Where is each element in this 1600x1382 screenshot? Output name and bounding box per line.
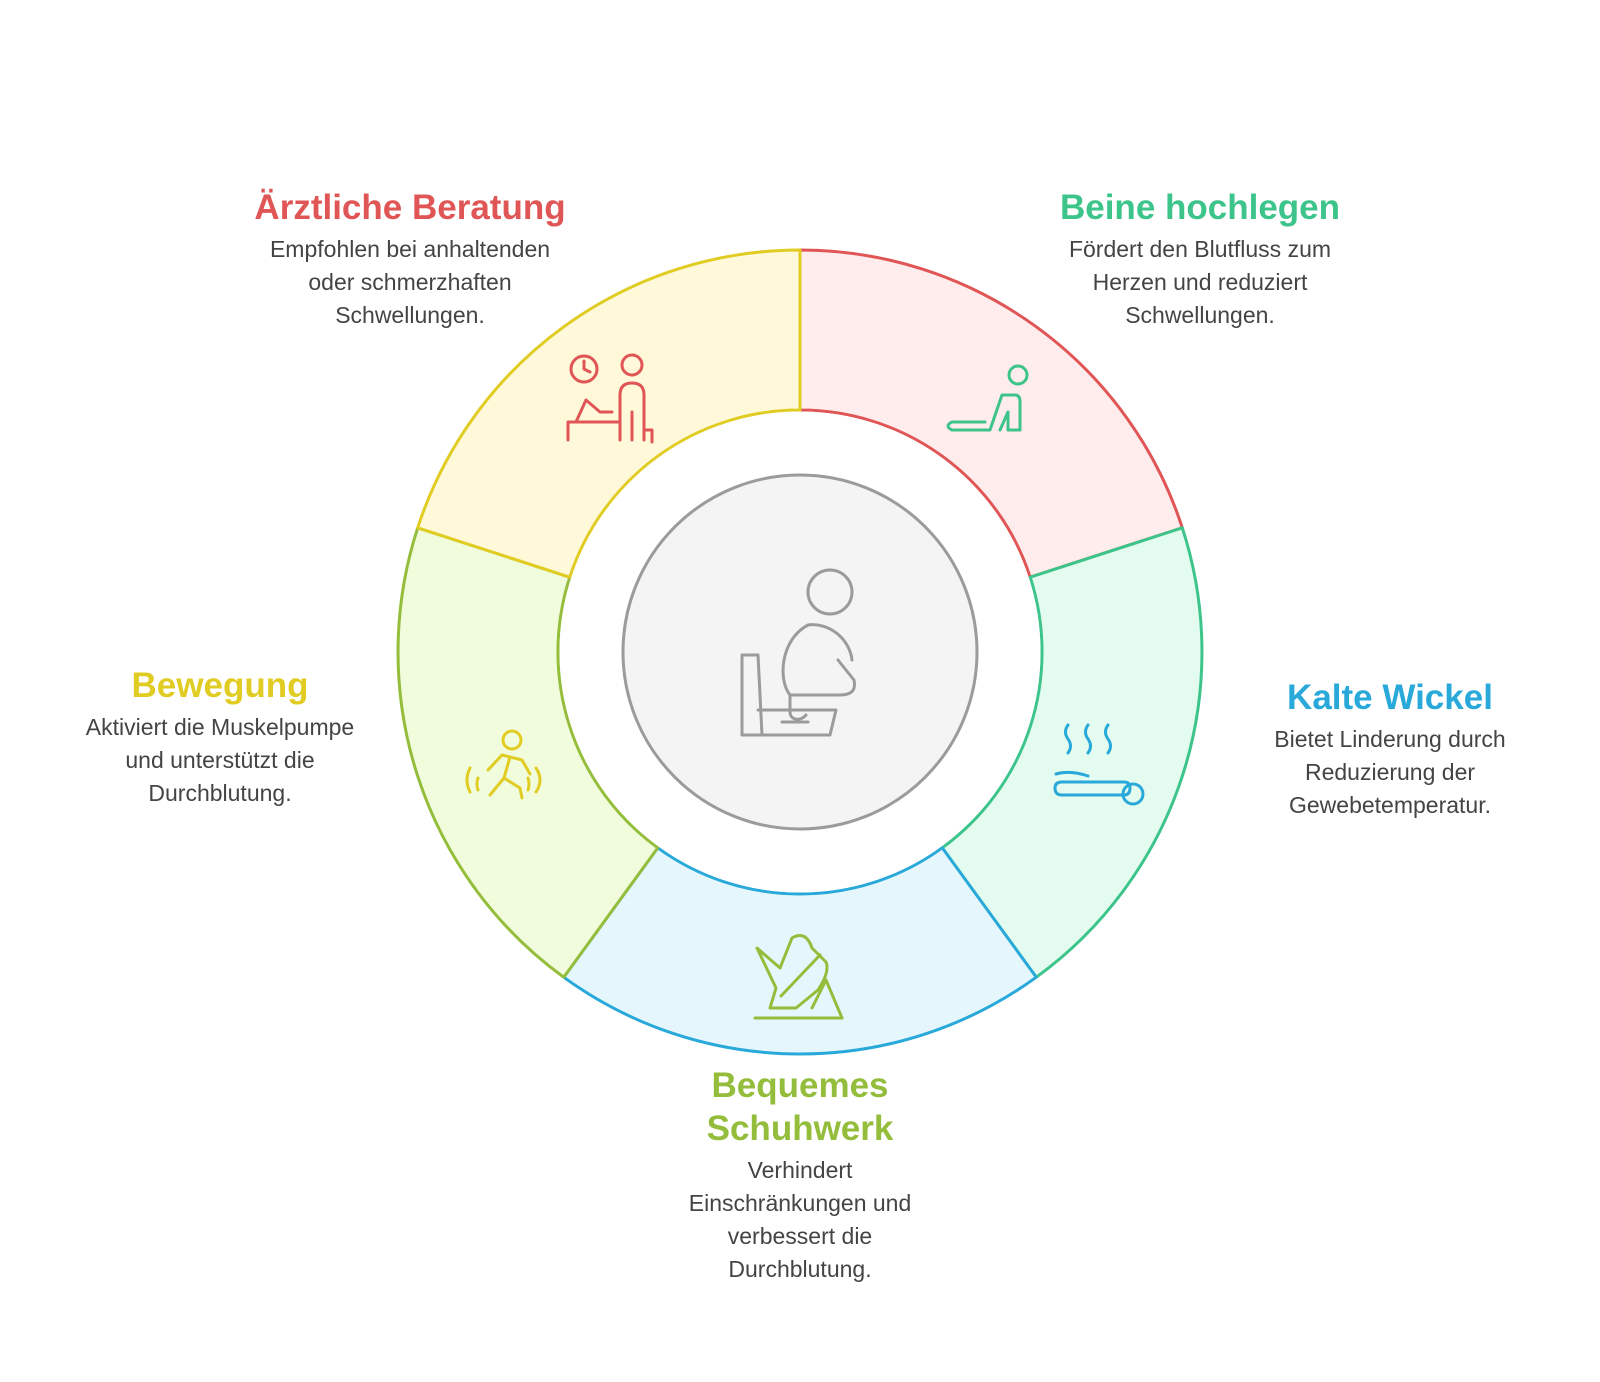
segment-title: Bewegung — [131, 666, 309, 705]
segment-description: Bietet Linderung durch Reduzierung der G… — [1274, 726, 1506, 818]
segment-description: Fördert den Blutfluss zum Herzen und red… — [1068, 236, 1332, 328]
segment-title: Ärztliche Beratung — [254, 188, 566, 227]
ring-segment-kalt — [562, 846, 1038, 1056]
sneaker-icon — [753, 934, 844, 1020]
segment-label-beine: Beine hochlegen Fördert den Blutfluss zu… — [990, 186, 1410, 332]
center-circle — [621, 473, 979, 831]
segment-description: Verhindert Einschränkungen und verbesser… — [688, 1157, 912, 1282]
legs-elevated-icon — [946, 364, 1029, 432]
cold-wrap-icon — [1053, 723, 1145, 806]
segment-label-schuh: Bequemes Schuhwerk Verhindert Einschränk… — [590, 1064, 1010, 1286]
ring-segment-arzt — [798, 248, 1184, 579]
doctor-consultation-icon — [566, 353, 654, 444]
segment-title: Beine hochlegen — [1059, 188, 1341, 227]
segment-label-arzt: Ärztliche Beratung Empfohlen bei anhalte… — [200, 186, 620, 332]
ring-segment-beine — [940, 526, 1204, 979]
segment-description: Aktiviert die Muskelpumpe und unterstütz… — [85, 714, 355, 806]
segment-title: Kalte Wickel — [1287, 678, 1493, 717]
ring-segment-beweg — [416, 248, 802, 579]
segment-title: Bequemes Schuhwerk — [706, 1066, 894, 1148]
segment-label-beweg: Bewegung Aktiviert die Muskelpumpe und u… — [30, 664, 410, 810]
segment-label-kalt: Kalte Wickel Bietet Linderung durch Redu… — [1200, 676, 1580, 822]
person-on-toilet-icon — [740, 568, 856, 737]
running-person-icon — [465, 729, 542, 800]
segment-description: Empfohlen bei anhaltenden oder schmerzha… — [269, 236, 551, 328]
ring-segment-schuh — [396, 526, 660, 979]
